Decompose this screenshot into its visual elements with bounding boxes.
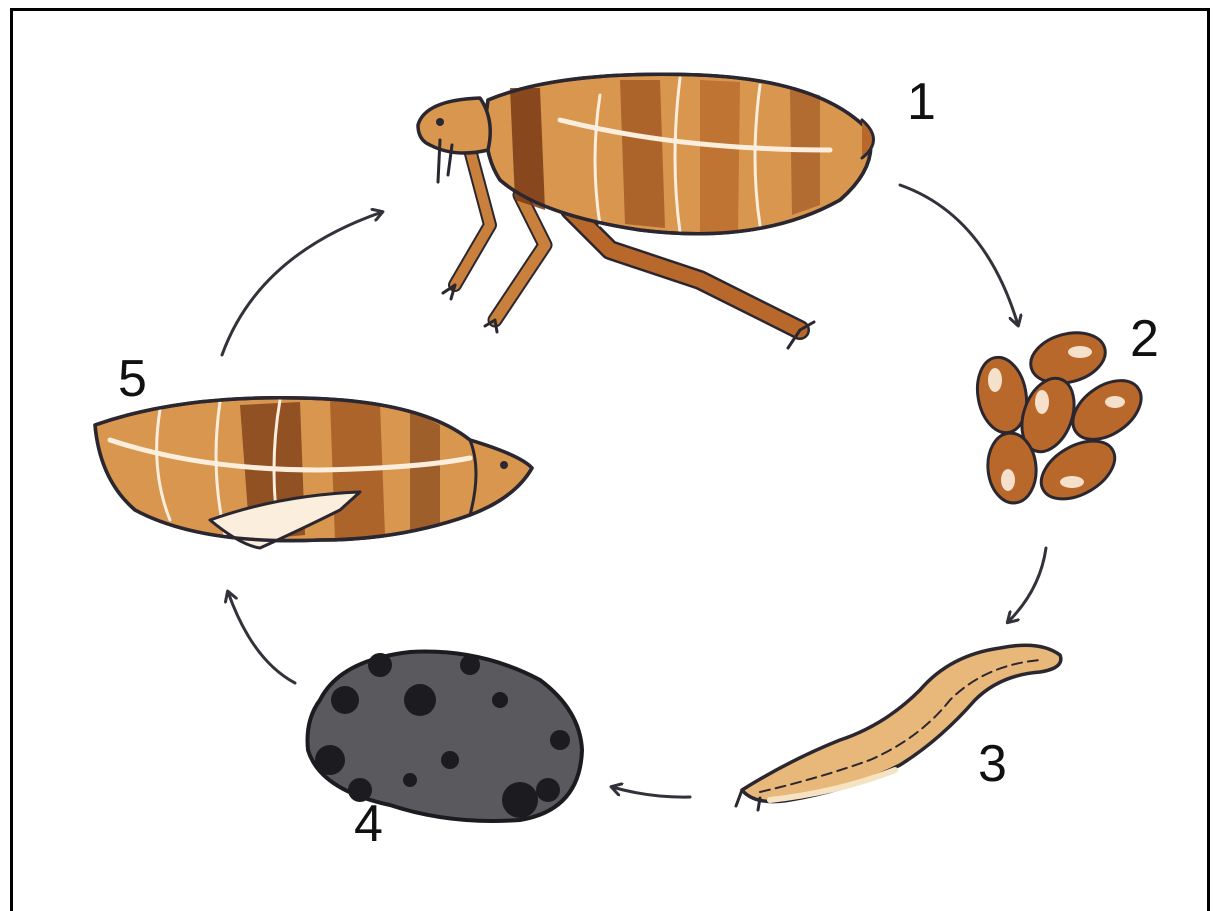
arrow-4-to-5 — [228, 592, 295, 683]
arrow-5-to-1 — [222, 212, 382, 355]
arrow-3-to-4 — [612, 787, 690, 797]
stage-label-2: 2 — [1130, 313, 1159, 365]
pupa-cocoon-drawing — [308, 652, 583, 821]
stage-label-3: 3 — [978, 738, 1007, 790]
arrow-2-to-3 — [1008, 548, 1046, 622]
emerging-adult-drawing — [95, 398, 532, 548]
stage-label-5: 5 — [118, 353, 147, 405]
stage-label-4: 4 — [354, 798, 383, 850]
arrow-1-to-2 — [900, 185, 1018, 325]
eggs-drawing — [972, 325, 1152, 511]
adult-flea-drawing — [418, 74, 874, 348]
larva-drawing — [736, 645, 1061, 810]
stage-label-1: 1 — [907, 76, 936, 128]
